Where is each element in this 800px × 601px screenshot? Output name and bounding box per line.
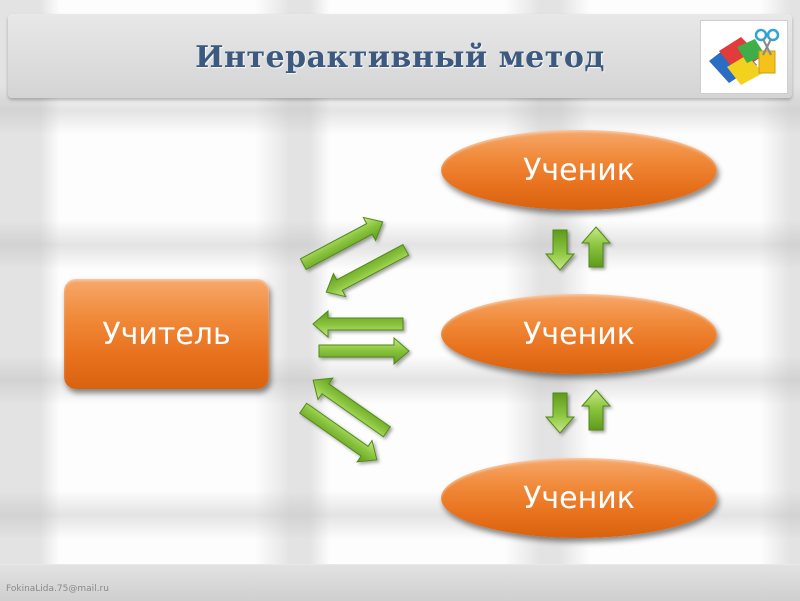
slide-title: Интерактивный метод xyxy=(195,40,605,75)
arrow-down-s1-s2 xyxy=(545,229,575,271)
arrow-teacher-to-student2 xyxy=(318,337,410,365)
arrow-up-s3-s2 xyxy=(581,389,611,431)
student-node-1: Ученик xyxy=(441,130,717,210)
scissors-paper-logo-icon xyxy=(700,20,788,94)
student-node-3: Ученик xyxy=(441,458,717,538)
bottom-bar xyxy=(0,564,800,601)
footer-email: FokinaLida.75@mail.ru xyxy=(6,584,109,594)
arrow-up-s2-s1 xyxy=(581,226,611,268)
teacher-node: Учитель xyxy=(64,279,269,389)
student-node-2: Ученик xyxy=(441,294,717,374)
arrow-down-s2-s3 xyxy=(545,392,575,434)
arrow-student2-to-teacher xyxy=(312,310,404,338)
title-bar xyxy=(8,14,792,98)
arrow-teacher-to-student3 xyxy=(295,397,385,471)
arrow-student3-to-teacher xyxy=(305,369,395,443)
